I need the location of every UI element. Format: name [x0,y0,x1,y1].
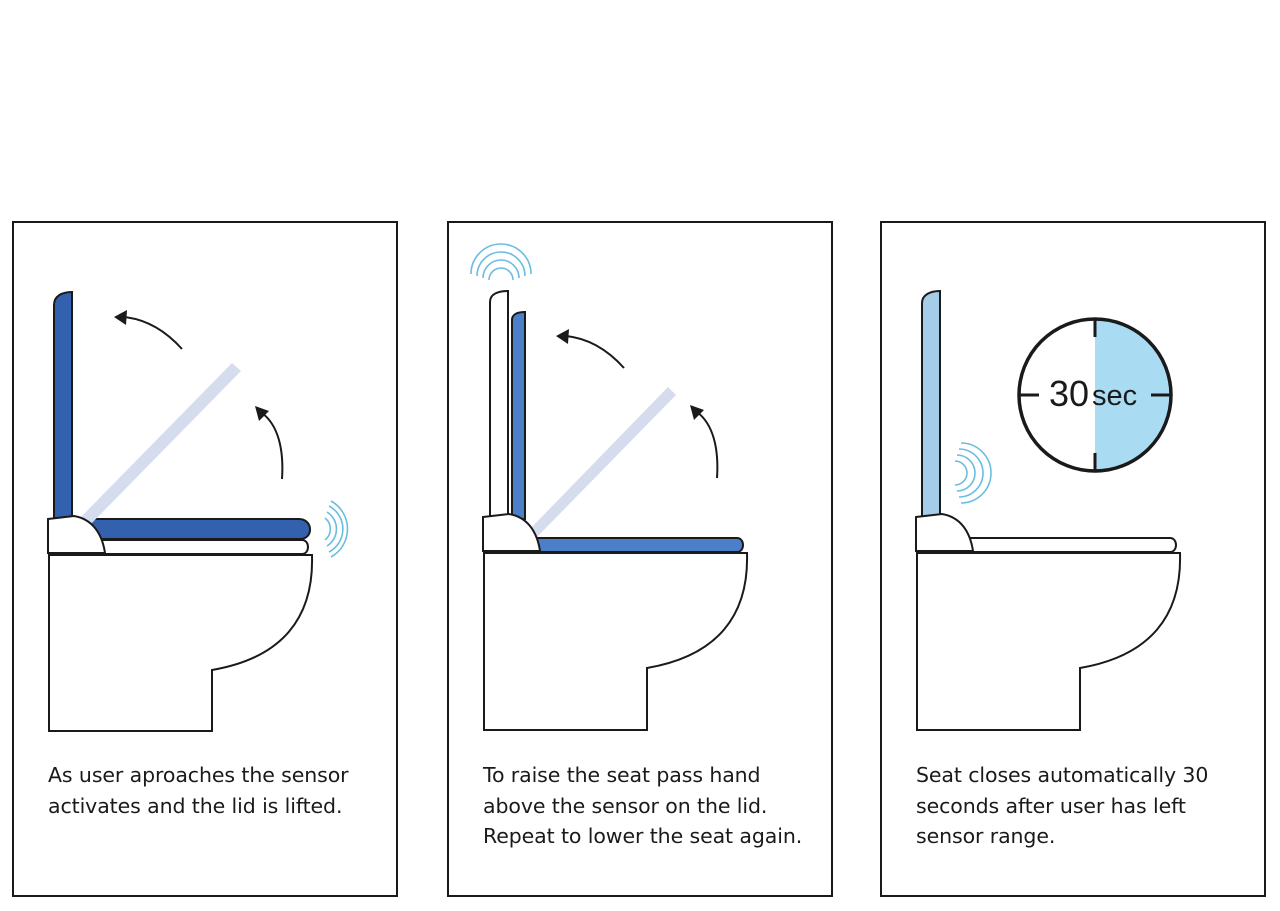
caption-line: To raise the seat pass hand [483,763,761,787]
timer-unit: sec [1092,380,1137,412]
toilet-seat [969,537,1177,553]
seat-open [511,310,526,520]
caption-line: seconds after user has left [916,793,1186,818]
toilet-seat [101,539,309,555]
arrowhead-icon [255,406,269,421]
hinge [482,512,542,552]
lid-closed [85,518,311,540]
motion-arrow-upper [565,335,625,369]
motion-arrow-lower [696,411,719,479]
motion-arrow-upper [123,316,183,350]
seat-closed [536,537,744,553]
hinge [47,514,107,554]
arrowhead-icon [690,405,704,420]
arrowhead-icon [556,329,569,344]
arrowhead-icon [114,310,127,325]
caption-line: Seat closes automatically 30 [916,763,1209,787]
caption-line: above the sensor on the lid. [483,793,768,818]
illustration-lid-lifting [47,290,349,732]
toilet-bowl [483,552,749,731]
sensor-wave-icon [470,243,532,281]
caption-line: sensor range. [916,824,1056,848]
timer-clock-icon: 30 sec [1017,317,1173,473]
caption-line: As user aproaches the sensor [48,763,349,787]
step-caption: To raise the seat pass hand above the se… [483,760,823,852]
step-panel-1: As user aproaches the sensor activates a… [12,221,398,897]
lid-motion-ghost [78,363,241,528]
illustration-auto-close: 30 sec [915,289,1182,731]
step-caption: As user aproaches the sensor activates a… [48,760,388,821]
sensor-wave-icon [954,442,992,504]
caption-line: activates and the lid is lifted. [48,793,343,818]
caption-line: Repeat to lower the seat again. [483,824,803,848]
timer-value: 30 [1049,373,1089,414]
step-panel-2: To raise the seat pass hand above the se… [447,221,833,897]
toilet-bowl [48,554,314,732]
hinge [915,512,975,552]
motion-arrow-lower [261,412,284,480]
toilet-bowl [916,552,1182,731]
lid-open [489,289,509,520]
sensor-wave-icon [324,500,349,558]
step-panel-3: 30 sec Seat closes automatically 30 seco… [880,221,1266,897]
step-caption: Seat closes automatically 30 seconds aft… [916,760,1256,852]
seat-motion-ghost [529,387,676,537]
lid-open [53,290,73,520]
lid-open [921,289,941,518]
illustration-seat-raising [470,243,749,731]
